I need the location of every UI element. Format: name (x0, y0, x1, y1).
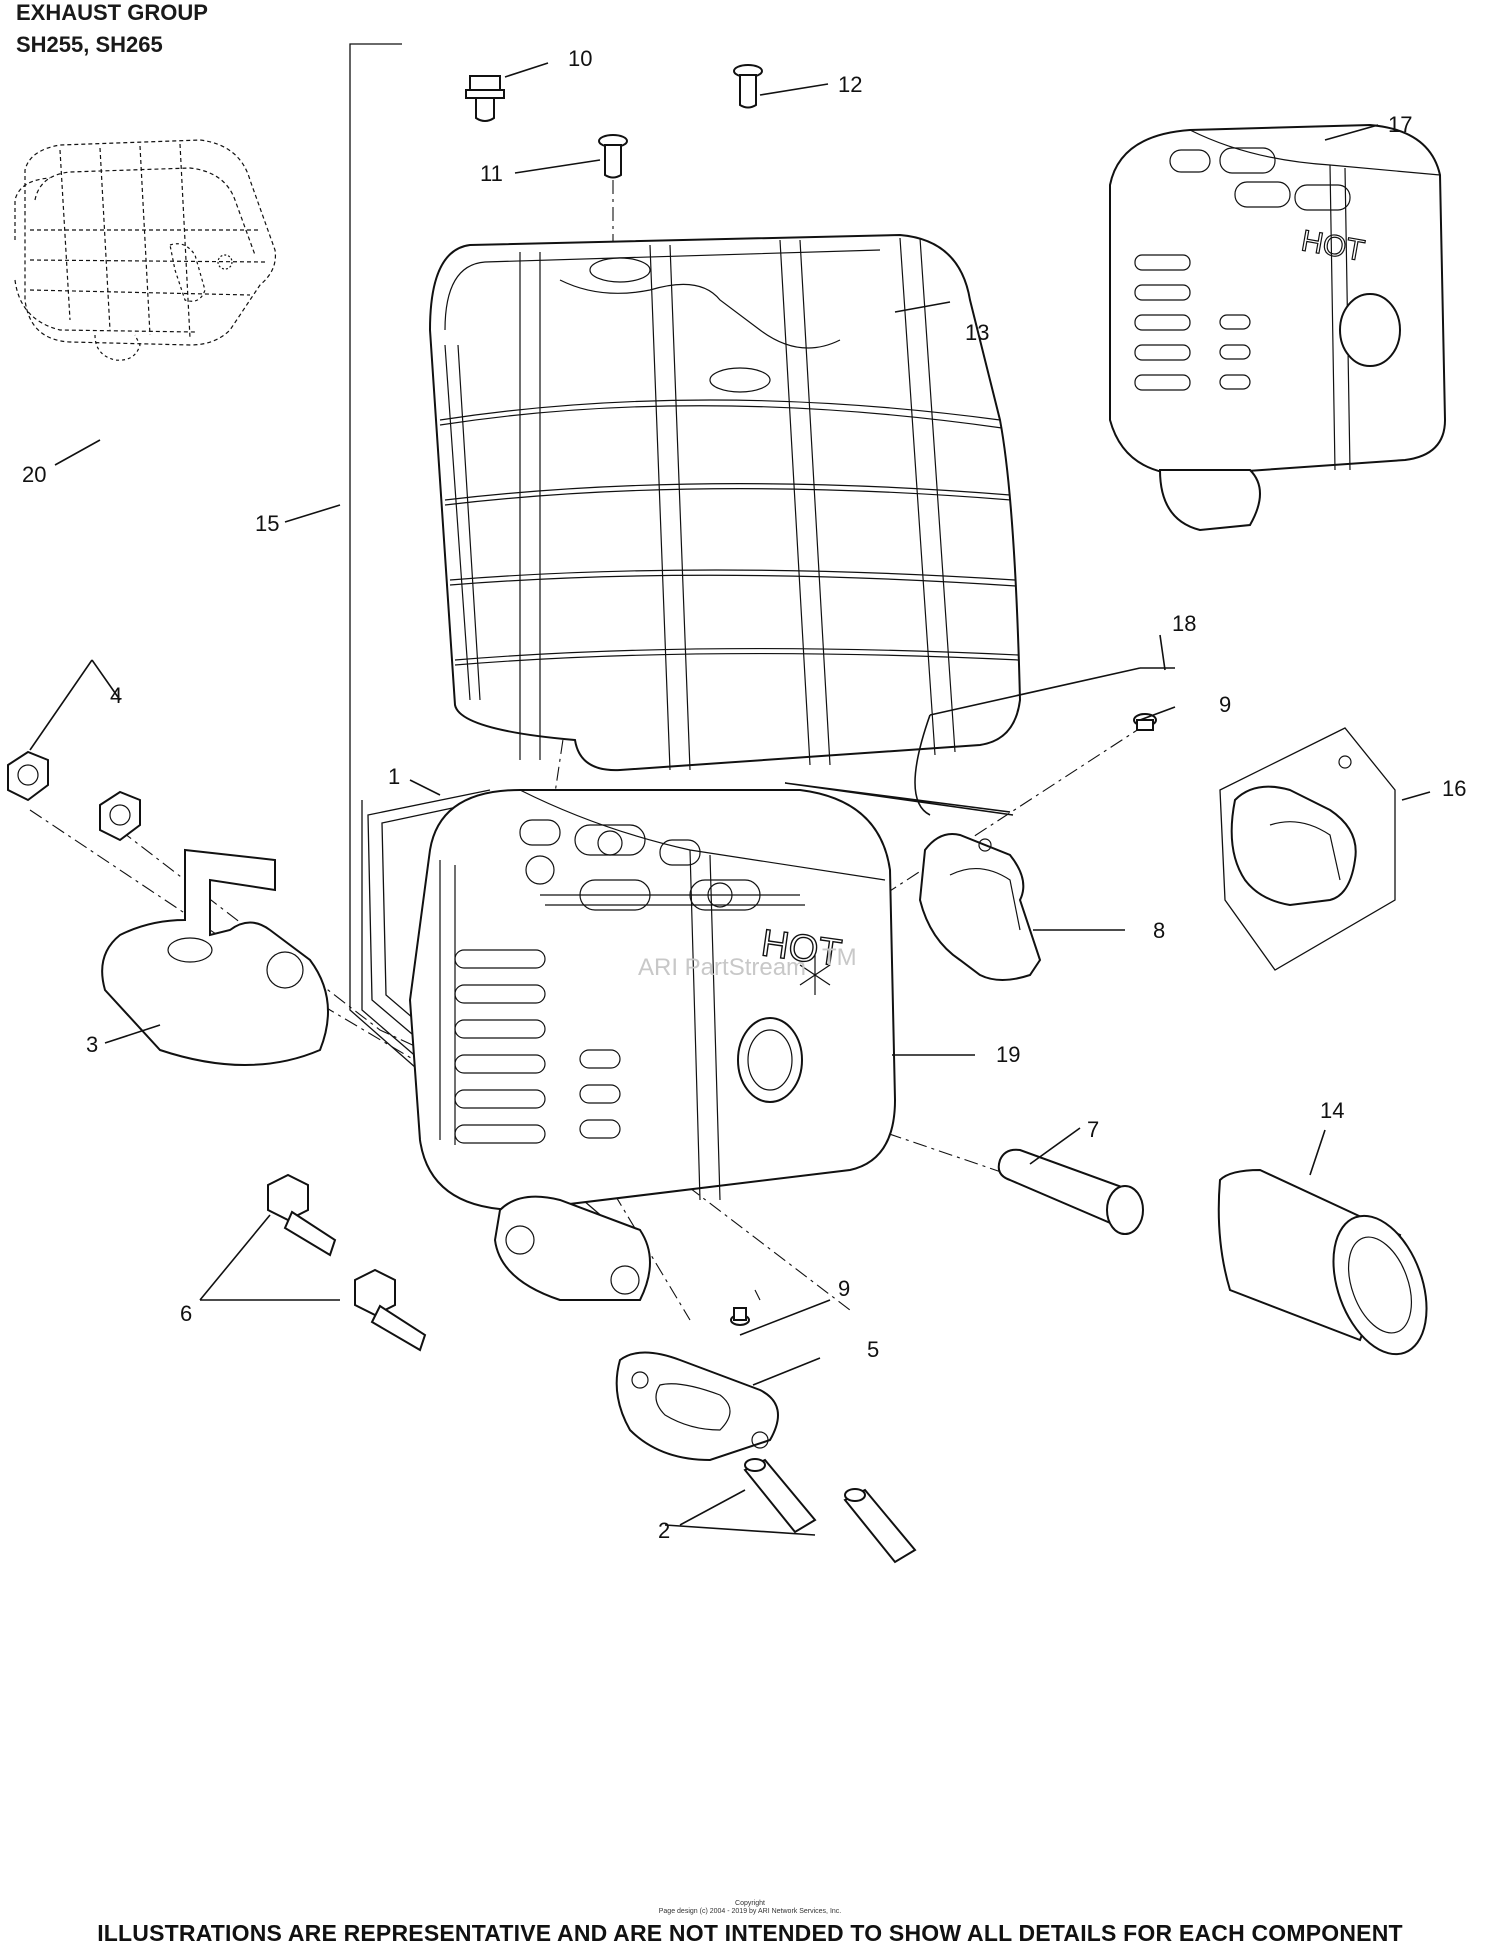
callout-6: 6 (180, 1301, 192, 1326)
callout-12: 12 (838, 72, 862, 97)
deflector-8 (918, 833, 1042, 981)
callout-16: 16 (1442, 776, 1466, 801)
bolt-6a (267, 1173, 337, 1257)
model-numbers: SH255, SH265 (16, 32, 163, 57)
callout-13: 13 (965, 320, 989, 345)
tailpipe-7 (997, 1148, 1144, 1235)
watermark: ARI PartStream (638, 954, 806, 981)
screw-12 (733, 64, 763, 109)
callout-1: 1 (388, 764, 400, 789)
flange-nut-4b (99, 790, 141, 842)
deflector-detail-16 (1219, 727, 1396, 971)
callout-19: 19 (996, 1042, 1020, 1067)
callout-9-lower: 9 (838, 1276, 850, 1301)
diagram-title: EXHAUST GROUP (16, 0, 208, 25)
spark-arrester-14 (1217, 1168, 1428, 1356)
muffler-19: HOT (408, 789, 897, 1301)
callout-15: 15 (255, 511, 279, 536)
copyright-notice: Copyright Page design (c) 2004 - 2019 by… (0, 1900, 1500, 1916)
flange-nut-4a (7, 750, 49, 802)
watermark-tm: TM (822, 944, 857, 971)
disclaimer-footer: ILLUSTRATIONS ARE REPRESENTATIVE AND ARE… (97, 1920, 1403, 1946)
callout-10: 10 (568, 46, 592, 71)
muffler-shield-17: HOT (1109, 123, 1447, 532)
callout-11: 11 (480, 161, 503, 186)
reference-muffler-guard-20 (14, 139, 277, 361)
callout-8: 8 (1153, 918, 1165, 943)
callout-9-upper: 9 (1219, 692, 1231, 717)
callout-17: 17 (1388, 112, 1412, 137)
leader-lines (29, 62, 1431, 1536)
callout-20: 20 (22, 462, 46, 487)
callout-labels: 1 2 3 4 5 6 7 8 9 9 10 11 12 13 14 15 16… (22, 46, 1466, 1543)
copyright-line-1: Copyright (735, 1900, 765, 1907)
copyright-line-2: Page design (c) 2004 - 2019 by ARI Netwo… (658, 1908, 842, 1915)
callout-5: 5 (867, 1337, 879, 1362)
heat-guard-13 (428, 233, 1022, 772)
callout-7: 7 (1087, 1117, 1099, 1142)
stud-2a (743, 1458, 817, 1534)
gasket-5 (615, 1351, 779, 1462)
callout-14: 14 (1320, 1098, 1344, 1123)
stud-2b (843, 1488, 917, 1564)
callout-18: 18 (1172, 611, 1196, 636)
screw-10 (465, 75, 505, 122)
screw-9-upper (1133, 713, 1157, 731)
heat-shield-3 (101, 848, 329, 1066)
bolt-6b (354, 1268, 427, 1352)
screw-11 (598, 134, 628, 179)
callout-4: 4 (110, 683, 122, 708)
callout-2: 2 (658, 1518, 670, 1543)
screw-9-lower (730, 1307, 750, 1326)
callout-3: 3 (86, 1032, 98, 1057)
